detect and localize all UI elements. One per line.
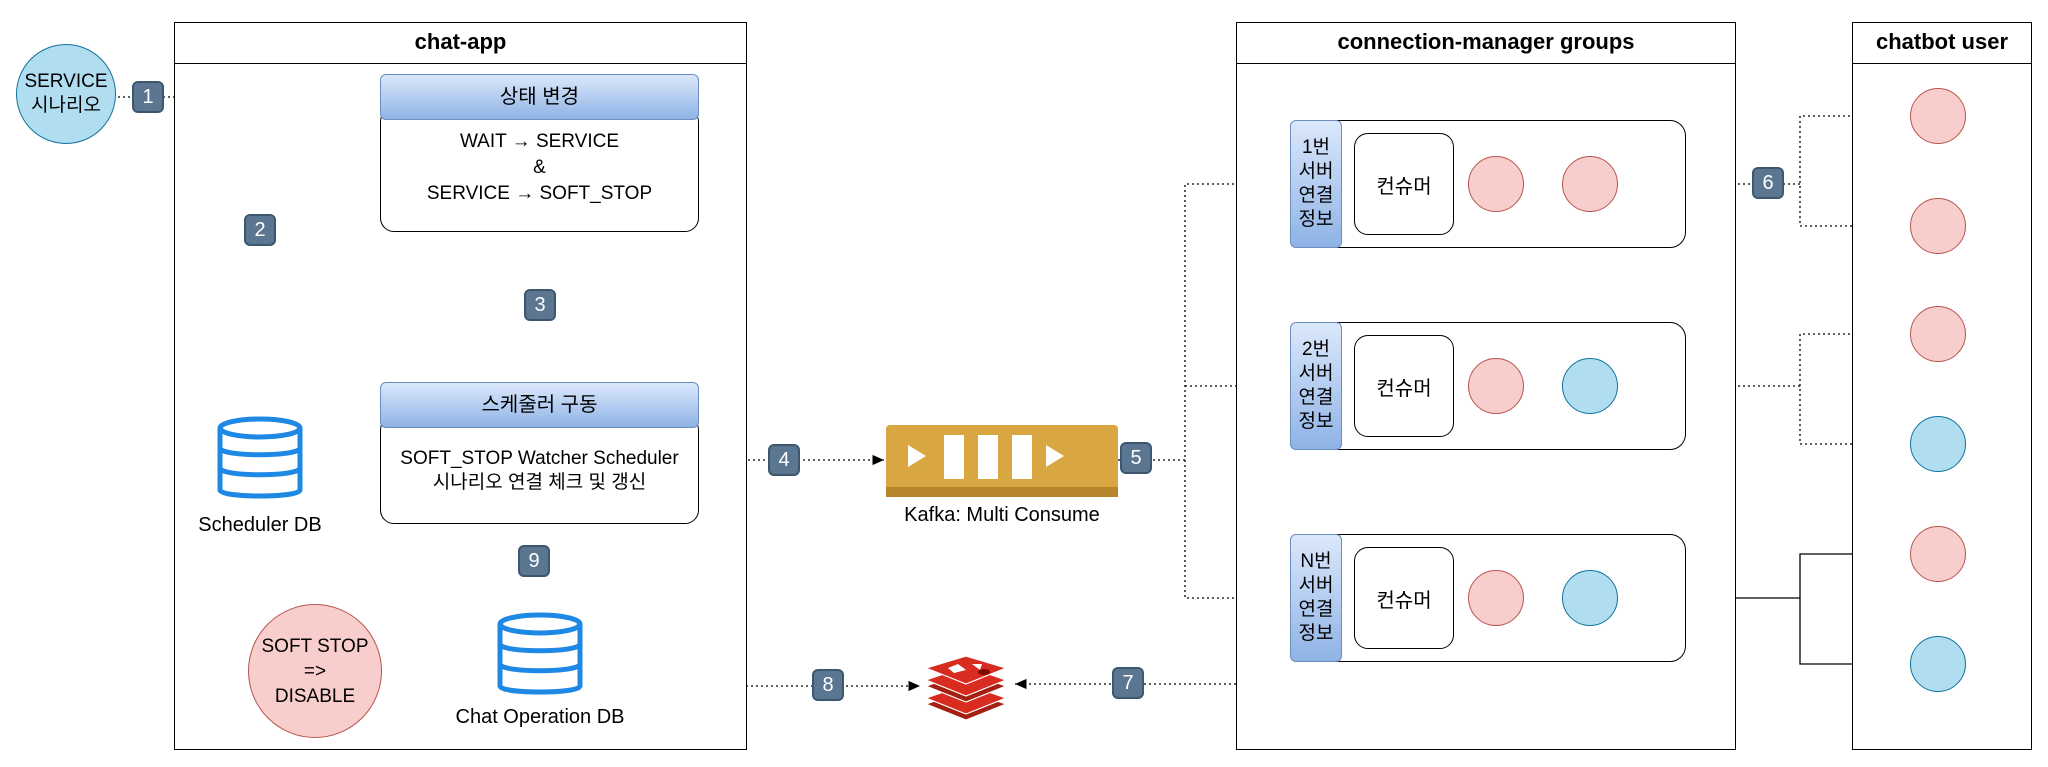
chatbot-user [1910, 416, 1966, 472]
group-1-connection-dot [1562, 156, 1618, 212]
server-group-n-line1: N번 [1300, 551, 1332, 572]
step-badge-2: 2 [244, 214, 276, 246]
chat-operation-db-label: Chat Operation DB [455, 706, 625, 728]
chat-app-title: chat-app [175, 23, 746, 64]
group-2-connection-dot [1562, 358, 1618, 414]
service-scenario-line2: 시나리오 [31, 95, 101, 116]
server-group-1-line1: 1번 [1301, 137, 1331, 158]
step-badge-8: 8 [812, 669, 844, 701]
group-2-connection-dot [1468, 358, 1524, 414]
server-group-n-consumer: 컨슈머 [1354, 547, 1454, 649]
server-group-2-line1: 2번 [1301, 339, 1331, 360]
server-group-2-line4: 정보 [1298, 411, 1334, 432]
chatbot-user [1910, 88, 1966, 144]
step-badge-7: 7 [1112, 667, 1144, 699]
server-group-n-tag: N번 서버 연결 정보 [1290, 534, 1342, 662]
service-scenario-node: SERVICE 시나리오 [16, 44, 116, 144]
chatbot-user [1910, 526, 1966, 582]
soft-stop-line2: => [303, 660, 327, 682]
server-group-1-tag: 1번 서버 연결 정보 [1290, 120, 1342, 248]
redis-icon [924, 655, 1008, 721]
soft-stop-line3: DISABLE [274, 685, 356, 707]
arrow-5-c [1184, 460, 1290, 604]
server-group-n-line4: 정보 [1298, 623, 1334, 644]
step-badge-3: 3 [524, 289, 556, 321]
kafka-label: Kafka: Multi Consume [904, 504, 1100, 526]
scheduler-line2: 시나리오 연결 체크 및 갱신 [432, 472, 647, 493]
chatbot-user [1910, 306, 1966, 362]
state-change-header: 상태 변경 [380, 74, 699, 120]
soft-stop-line1: SOFT STOP [261, 635, 369, 657]
soft-stop-node: SOFT STOP => DISABLE [248, 604, 382, 738]
server-group-2-consumer: 컨슈머 [1354, 335, 1454, 437]
chat-operation-db-icon [497, 612, 583, 695]
step-badge-6: 6 [1752, 167, 1784, 199]
scheduler-body: SOFT_STOP Watcher Scheduler 시나리오 연결 체크 및… [380, 416, 699, 524]
chatbot-user [1910, 198, 1966, 254]
step-badge-5: 5 [1120, 442, 1152, 474]
server-group-1-consumer: 컨슈머 [1354, 133, 1454, 235]
server-group-2-line2: 서버 [1298, 363, 1334, 384]
scheduler-db-icon [217, 416, 303, 499]
state-change-line2: & [533, 157, 546, 178]
step-badge-4: 4 [768, 444, 800, 476]
server-group-1-line3: 연결 [1298, 185, 1334, 206]
connection-manager-title: connection-manager groups [1237, 23, 1735, 64]
step-badge-9: 9 [518, 545, 550, 577]
scheduler-db-label: Scheduler DB [198, 514, 322, 536]
server-group-n-line3: 연결 [1298, 599, 1334, 620]
group-n-connection-dot [1468, 570, 1524, 626]
state-change-line3: SERVICE → SOFT_STOP [426, 183, 653, 204]
chatbot-user [1910, 636, 1966, 692]
service-scenario-line1: SERVICE [24, 71, 108, 92]
kafka-icon [886, 425, 1118, 497]
server-group-1-line2: 서버 [1298, 161, 1334, 182]
server-group-n-line2: 서버 [1298, 575, 1334, 596]
group-n-connection-dot [1562, 570, 1618, 626]
server-group-1-line4: 정보 [1298, 209, 1334, 230]
state-change-line1: WAIT → SERVICE [459, 131, 620, 152]
chatbot-user-title: chatbot user [1853, 23, 2031, 64]
group-1-connection-dot [1468, 156, 1524, 212]
state-change-body: WAIT → SERVICE & SERVICE → SOFT_STOP [380, 108, 699, 232]
server-group-2-line3: 연결 [1298, 387, 1334, 408]
step-badge-1: 1 [132, 81, 164, 113]
scheduler-header: 스케줄러 구동 [380, 382, 699, 428]
server-group-2-tag: 2번 서버 연결 정보 [1290, 322, 1342, 450]
scheduler-line1: SOFT_STOP Watcher Scheduler [400, 448, 679, 469]
